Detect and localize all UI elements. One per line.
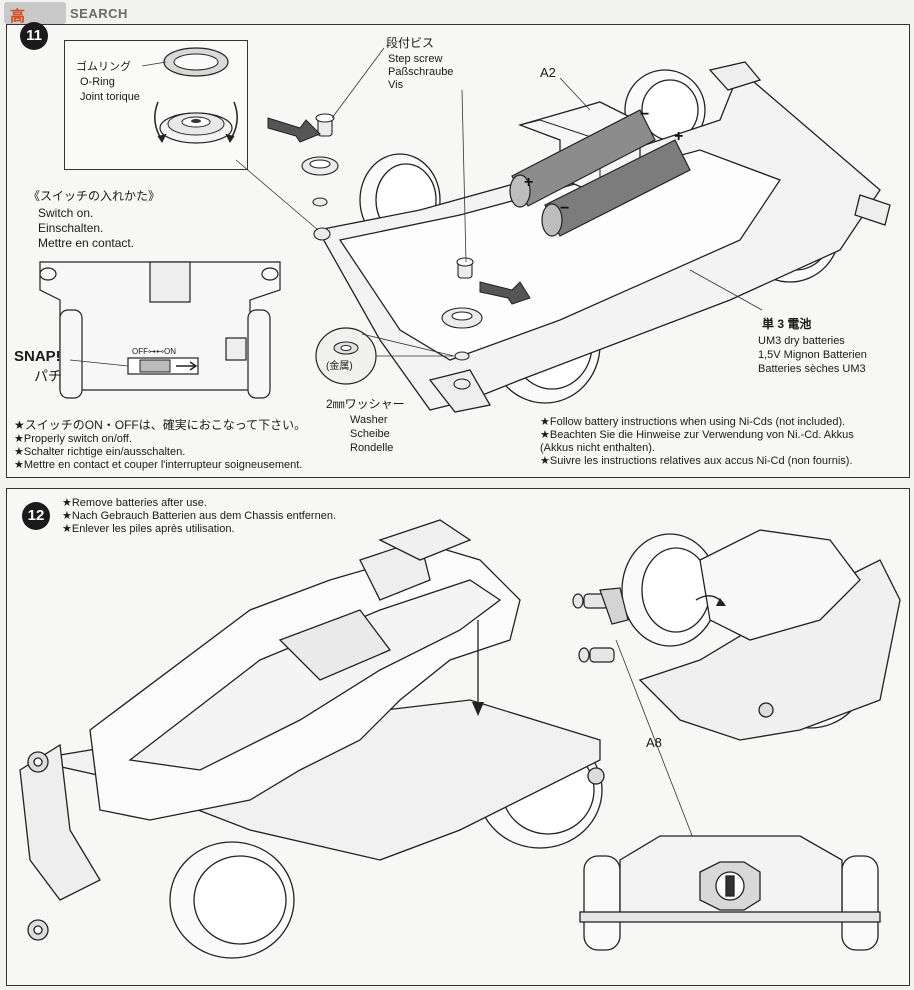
switch-note-jp: ★スイッチのON・OFFは、確実におこなって下さい。 bbox=[14, 418, 307, 432]
step-screw-label-fr: Vis bbox=[388, 79, 404, 91]
oring-label-fr: Joint torique bbox=[80, 91, 140, 103]
battery-plus-right: + bbox=[674, 128, 684, 145]
switch-notes: ★スイッチのON・OFFは、確実におこなって下さい。 ★Properly swi… bbox=[14, 418, 306, 472]
step-11-number: 11 bbox=[20, 22, 48, 50]
step-screw-label-jp: 段付ビス bbox=[386, 36, 435, 50]
switch-note-en: ★Properly switch on/off. bbox=[14, 433, 132, 445]
washer-label-en: Washer bbox=[350, 414, 388, 426]
switch-line-de: Einschalten. bbox=[38, 221, 104, 235]
battery-plus-left: + bbox=[524, 174, 534, 191]
battery-label-en: UM3 dry batteries bbox=[758, 335, 845, 347]
switch-note-fr: ★Mettre en contact et couper l'interrupt… bbox=[14, 459, 303, 471]
switch-heading: 《スイッチの入れかた》 bbox=[28, 189, 161, 203]
switch-line-en: Switch on. bbox=[38, 206, 94, 220]
snap-label: SNAP! bbox=[14, 348, 61, 365]
battery-label-jp: 単 3 電池 bbox=[762, 317, 812, 331]
battery-note-fr: ★Suivre les instructions relatives aux a… bbox=[540, 455, 853, 467]
battery-label-fr: Batteries sèches UM3 bbox=[758, 363, 866, 375]
snap-label-jp: パチ bbox=[34, 368, 62, 384]
step-12-number: 12 bbox=[22, 502, 50, 530]
watermark-logo-mark: 高 bbox=[10, 8, 26, 25]
washer-label-fr: Rondelle bbox=[350, 442, 394, 454]
part-a8-label: A8 bbox=[646, 735, 662, 750]
washer-label-de: Scheibe bbox=[350, 428, 390, 440]
battery-minus-right: − bbox=[640, 106, 650, 123]
battery-note-en: ★Follow battery instructions when using … bbox=[540, 416, 846, 428]
part-a2-label: A2 bbox=[540, 65, 556, 80]
step-screw-label-de: Paßschraube bbox=[388, 66, 454, 78]
battery-note-de: ★Beachten Sie die Hinweise zur Verwendun… bbox=[540, 429, 854, 441]
step-12-notes: ★Remove batteries after use. ★Nach Gebra… bbox=[62, 497, 336, 536]
step-screw-label-en: Step screw bbox=[388, 53, 443, 65]
oring-label-jp: ゴムリング bbox=[76, 61, 131, 73]
battery-notes: ★Follow battery instructions when using … bbox=[540, 416, 854, 468]
switch-line-fr: Mettre en contact. bbox=[38, 236, 135, 250]
oring-label-en: O-Ring bbox=[80, 76, 115, 88]
switch-note-de: ★Schalter richtige ein/ausschalten. bbox=[14, 446, 186, 458]
battery-label-de: 1,5V Mignon Batterien bbox=[758, 349, 867, 361]
step-12-note-en: ★Remove batteries after use. bbox=[62, 497, 207, 509]
step-12-note-fr: ★Enlever les piles après utilisation. bbox=[62, 523, 235, 535]
battery-minus-left: − bbox=[560, 200, 570, 217]
washer-label-jp: 2㎜ワッシャー bbox=[326, 397, 405, 411]
step-12-note-de: ★Nach Gebrauch Batterien aus dem Chassis… bbox=[62, 510, 337, 522]
watermark: 高 SEARCH bbox=[4, 2, 128, 25]
switch-scale-label: OFF⊶⊷ON bbox=[132, 347, 176, 356]
washer-metal-label: (金属) bbox=[326, 361, 353, 372]
watermark-logo: 高 bbox=[4, 2, 66, 25]
watermark-text: SEARCH bbox=[70, 5, 128, 21]
battery-note-de-cont: (Akkus nicht enthalten). bbox=[540, 442, 655, 454]
